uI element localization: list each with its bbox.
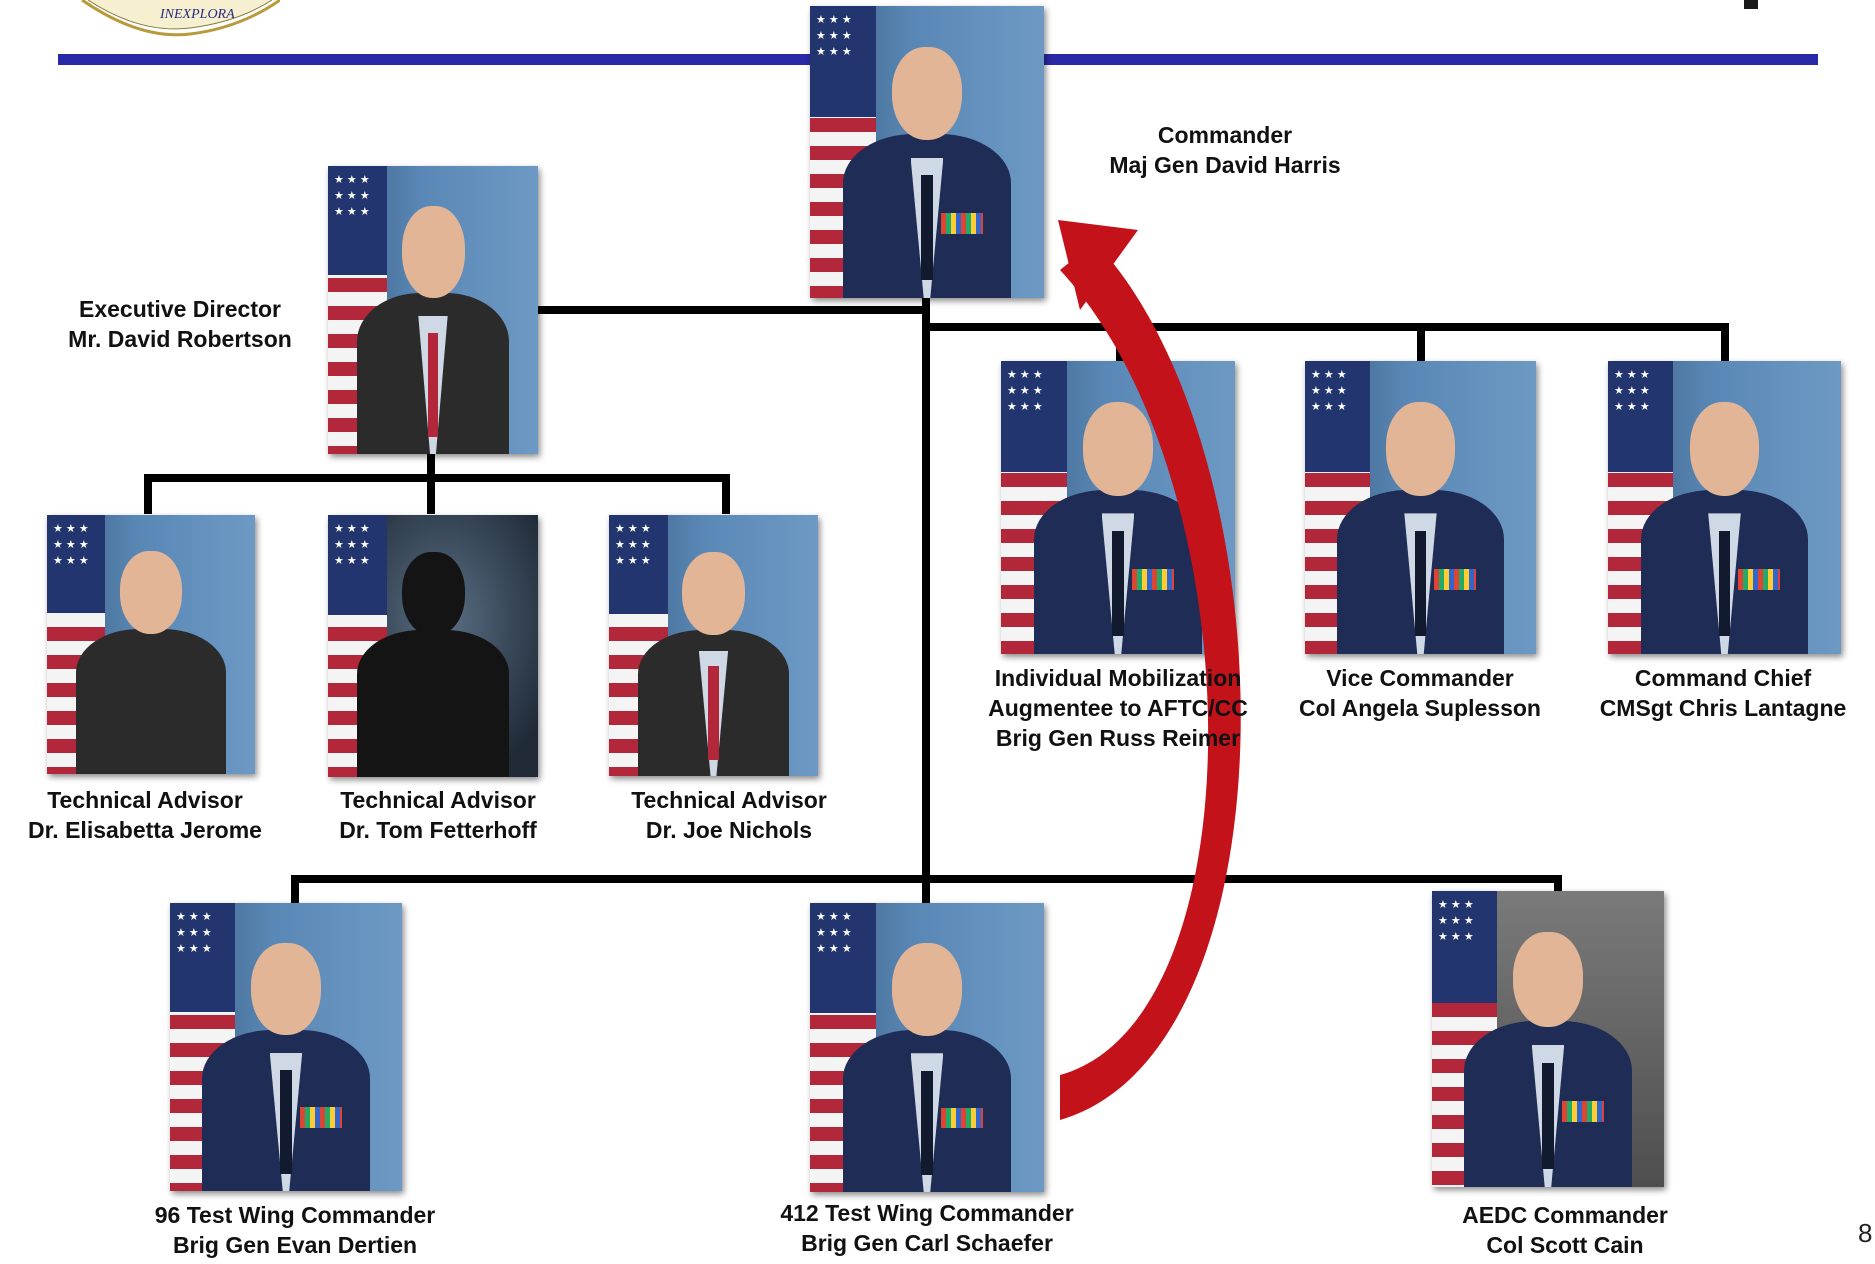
command-chief-title: Command Chief	[1634, 665, 1812, 691]
exec-down	[427, 453, 435, 478]
tech-advisor-1-photo	[47, 515, 255, 774]
ima-title-line2: Augmentee to AFTC/CC	[988, 695, 1248, 721]
commander-title: Commander	[1157, 122, 1293, 148]
vice-commander-name: Col Angela Suplesson	[1299, 695, 1541, 721]
tech-advisor-3-name: Dr. Joe Nichols	[645, 817, 813, 843]
tech-advisor-1-name: Dr. Elisabetta Jerome	[28, 817, 262, 843]
advisor-drop-1	[144, 474, 152, 514]
arrow-body	[1060, 242, 1241, 1120]
advisor-drop-3	[722, 474, 730, 514]
executive-director-label: Executive Director Mr. David Robertson	[30, 294, 330, 354]
tech-advisor-2-photo	[328, 515, 538, 777]
command-logo: INEXPLORA	[81, 0, 280, 37]
page-number: 8	[1858, 1218, 1873, 1248]
wing-412-name: Brig Gen Carl Schaefer	[801, 1230, 1053, 1256]
tech-advisor-1-title: Technical Advisor	[47, 787, 243, 813]
commander-photo	[810, 6, 1044, 298]
wing-96-name: Brig Gen Evan Dertien	[172, 1232, 418, 1258]
wing-drop-1	[291, 875, 299, 903]
corner-mark	[1744, 0, 1758, 9]
vice-commander-label: Vice Commander Col Angela Suplesson	[1270, 663, 1570, 723]
staff-drop-3	[1721, 323, 1729, 361]
ima-title-line1: Individual Mobilization	[994, 665, 1242, 691]
trunk-line	[922, 298, 930, 898]
vice-commander-title: Vice Commander	[1326, 665, 1514, 691]
exec-connector	[537, 306, 930, 314]
tech-advisor-2-name: Dr. Tom Fetterhoff	[339, 817, 537, 843]
ima-name: Brig Gen Russ Reimer	[995, 725, 1241, 751]
tech-advisor-3-photo	[609, 515, 818, 776]
wing-412-photo	[810, 903, 1044, 1192]
aedc-title: AEDC Commander	[1462, 1202, 1668, 1228]
command-chief-name: CMSgt Chris Lantagne	[1599, 695, 1847, 721]
executive-director-name: Mr. David Robertson	[68, 326, 292, 352]
command-chief-photo	[1608, 361, 1841, 654]
ima-label: Individual Mobilization Augmentee to AFT…	[958, 663, 1278, 753]
commander-label: Commander Maj Gen David Harris	[1060, 120, 1390, 180]
wing-drop-2	[922, 875, 930, 903]
vice-commander-photo	[1305, 361, 1536, 654]
arrow-head	[1058, 220, 1138, 310]
succession-arrow	[1058, 220, 1241, 1120]
wing-drop-3	[1554, 875, 1562, 895]
staff-bar	[922, 323, 1729, 331]
tech-advisor-3-title: Technical Advisor	[631, 787, 827, 813]
tech-advisor-2-title: Technical Advisor	[340, 787, 536, 813]
executive-director-title: Executive Director	[79, 296, 281, 322]
aedc-photo	[1432, 891, 1664, 1187]
executive-director-photo	[328, 166, 538, 454]
advisor-drop-2	[427, 474, 435, 514]
wing-96-photo	[170, 903, 402, 1191]
commander-name: Maj Gen David Harris	[1109, 152, 1341, 178]
wing-96-label: 96 Test Wing Commander Brig Gen Evan Der…	[120, 1200, 470, 1260]
advisor-bar	[144, 474, 730, 482]
tech-advisor-3-label: Technical Advisor Dr. Joe Nichols	[584, 785, 874, 845]
staff-drop-2	[1417, 323, 1425, 361]
svg-text:INEXPLORA: INEXPLORA	[159, 7, 235, 22]
tech-advisor-2-label: Technical Advisor Dr. Tom Fetterhoff	[293, 785, 583, 845]
wing-412-title: 412 Test Wing Commander	[780, 1200, 1074, 1226]
wing-96-title: 96 Test Wing Commander	[154, 1202, 436, 1228]
aedc-label: AEDC Commander Col Scott Cain	[1390, 1200, 1740, 1260]
command-chief-label: Command Chief CMSgt Chris Lantagne	[1573, 663, 1873, 723]
tech-advisor-1-label: Technical Advisor Dr. Elisabetta Jerome	[0, 785, 290, 845]
wing-412-label: 412 Test Wing Commander Brig Gen Carl Sc…	[752, 1198, 1102, 1258]
aedc-name: Col Scott Cain	[1486, 1232, 1644, 1258]
